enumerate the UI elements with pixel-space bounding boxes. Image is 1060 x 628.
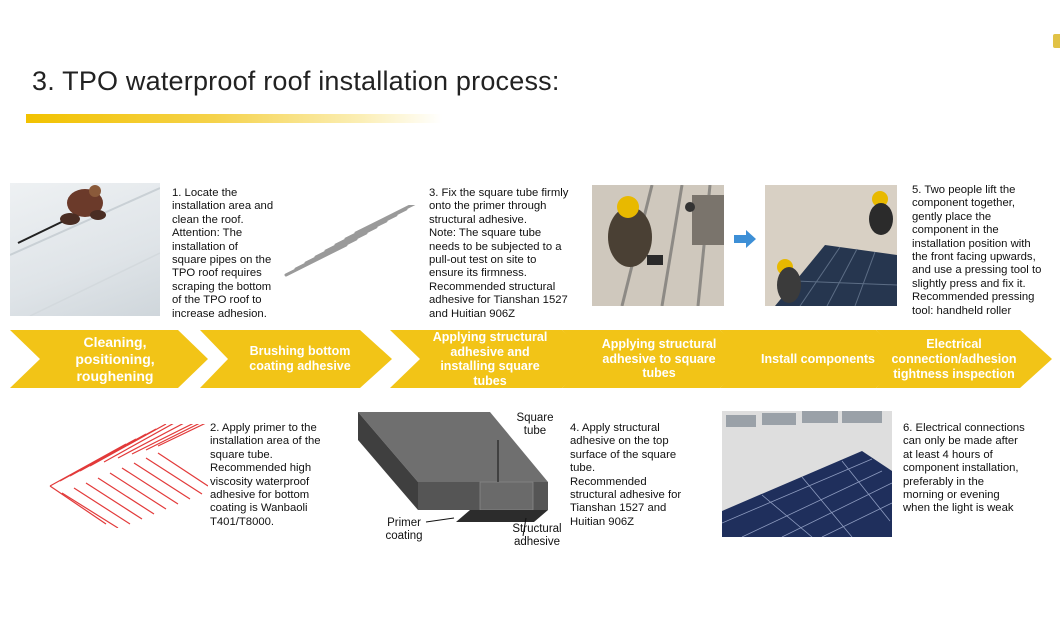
square-tube-cross-section-graphic [358,410,558,550]
photo-cleaning-roof [10,183,160,316]
step-3-description: 3. Fix the square tube firmly onto the p… [429,187,569,320]
title-underline-bar [26,114,442,123]
step-5-label: Install components [761,351,875,366]
step-4-description: 4. Apply structural adhesive on the top … [570,422,682,528]
step-arrow-5 [720,330,908,388]
step-2-label: Brushing bottom coating adhesive [249,344,351,373]
square-tube-label: Square tube [516,412,554,437]
arrow-right-icon [734,230,756,248]
step-4-label: Applying structural adhesive to square t… [601,337,717,381]
step-1-description: 1. Locate the installation area and clea… [172,187,274,320]
photo-placing-panel [765,185,897,306]
structural-adhesive-label: Structural adhesive [512,523,562,548]
step-arrow-4 [562,330,752,388]
primer-coating-label: Primer coating [385,517,423,542]
step-3-label: Applying structural adhesive and install… [432,330,548,388]
step-1-label: Cleaning, positioning, roughening [75,333,155,384]
page-title: 3. TPO waterproof roof installation proc… [32,66,560,96]
primer-lines-graphic [48,419,209,529]
step-arrow-6 [876,330,1052,388]
corner-logo-fragment [1053,34,1060,48]
square-tubes-graphic [282,201,422,280]
step-arrow-3 [390,330,594,388]
step-6-label: Electrical connection/adhesion tightness… [891,336,1017,381]
step-6-description: 6. Electrical connections can only be ma… [903,422,1025,515]
step-arrow-2 [200,330,392,388]
process-flow-band [10,330,1052,388]
photo-installed-solar-panels [722,411,892,537]
step-arrow-1 [10,330,208,388]
step-2-description: 2. Apply primer to the installation area… [210,422,321,528]
photo-workers-tubes [592,185,724,306]
step-5-description: 5. Two people lift the component togethe… [912,184,1042,317]
